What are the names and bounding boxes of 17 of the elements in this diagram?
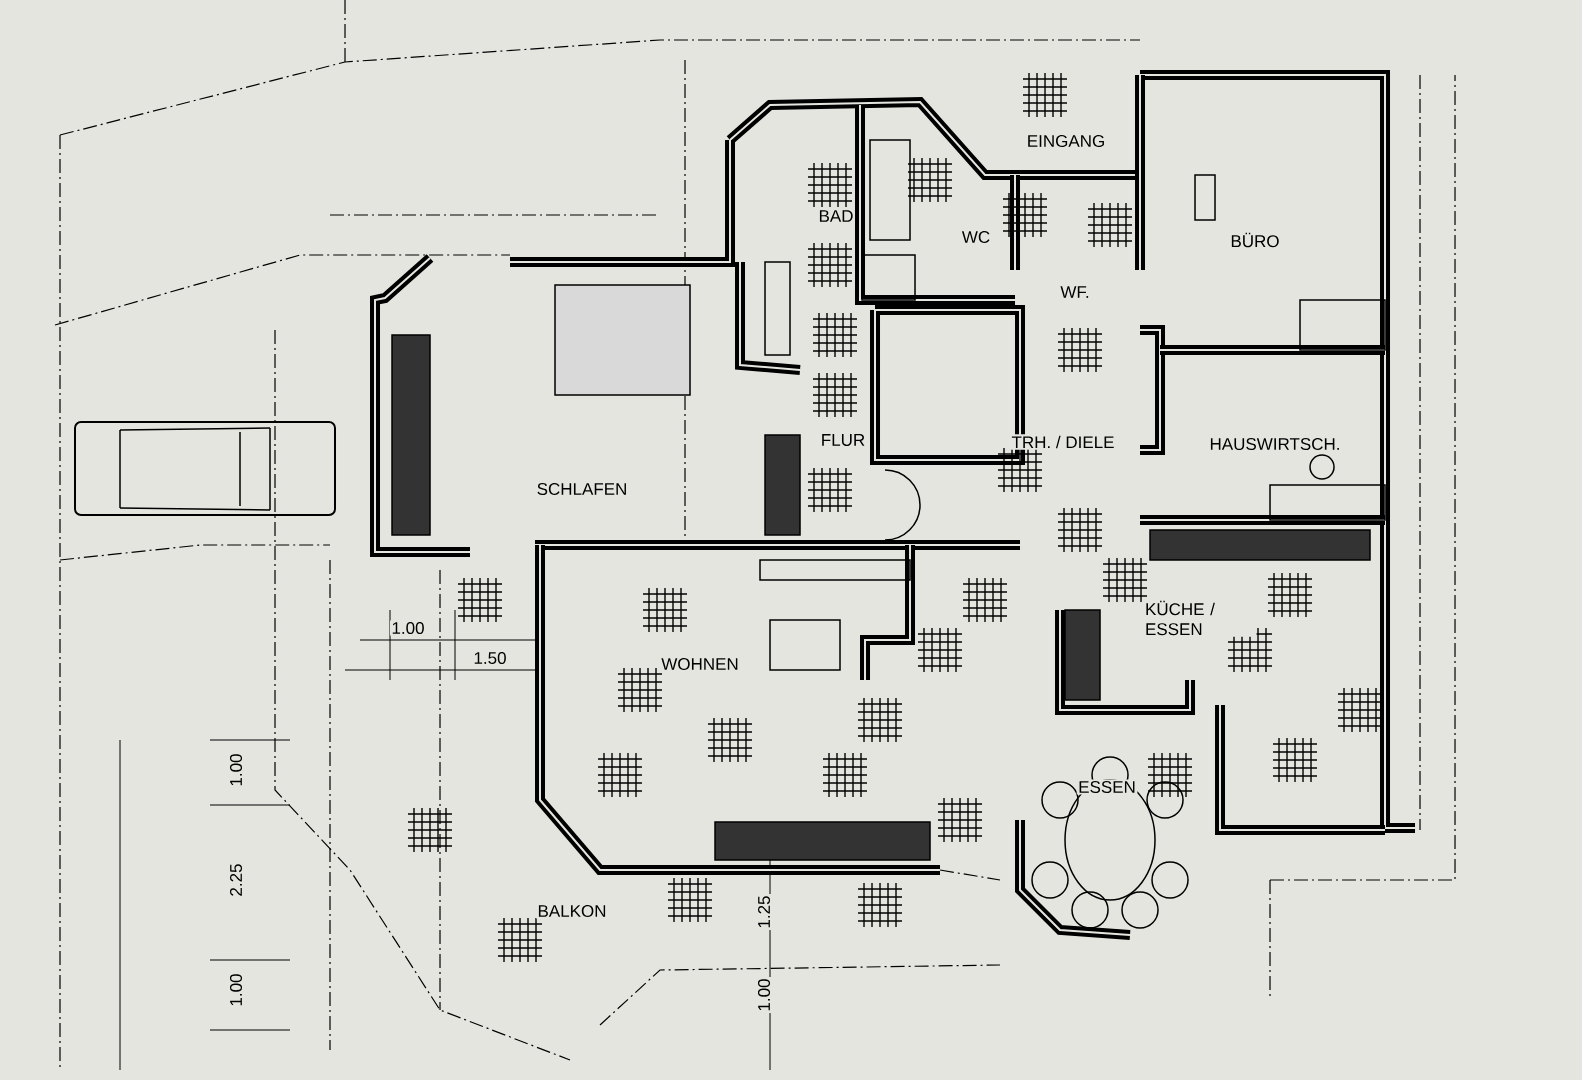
room-label: HAUSWIRTSCH. bbox=[1208, 436, 1342, 452]
room-label: BALKON bbox=[536, 903, 608, 919]
room-label: EINGANG bbox=[1025, 133, 1107, 149]
dimension-label: 1.50 bbox=[471, 650, 509, 666]
room-label: WC bbox=[960, 229, 992, 245]
dimension-label: 1.00 bbox=[228, 971, 244, 1009]
room-label: TRH. / DIELE bbox=[1010, 434, 1116, 450]
room-label: SCHLAFEN bbox=[535, 481, 629, 497]
dimension-label: 1.25 bbox=[756, 893, 772, 931]
room-label: KÜCHE / ESSEN bbox=[1143, 599, 1257, 637]
dimension-label: 1.00 bbox=[228, 751, 244, 789]
room-label: WOHNEN bbox=[659, 656, 741, 672]
dimension-label: 1.00 bbox=[756, 976, 772, 1014]
room-label: BÜRO bbox=[1228, 231, 1282, 249]
dimension-label: 2.25 bbox=[228, 861, 244, 899]
dimension-label: 1.00 bbox=[389, 620, 427, 636]
room-label: ESSEN bbox=[1076, 779, 1138, 795]
